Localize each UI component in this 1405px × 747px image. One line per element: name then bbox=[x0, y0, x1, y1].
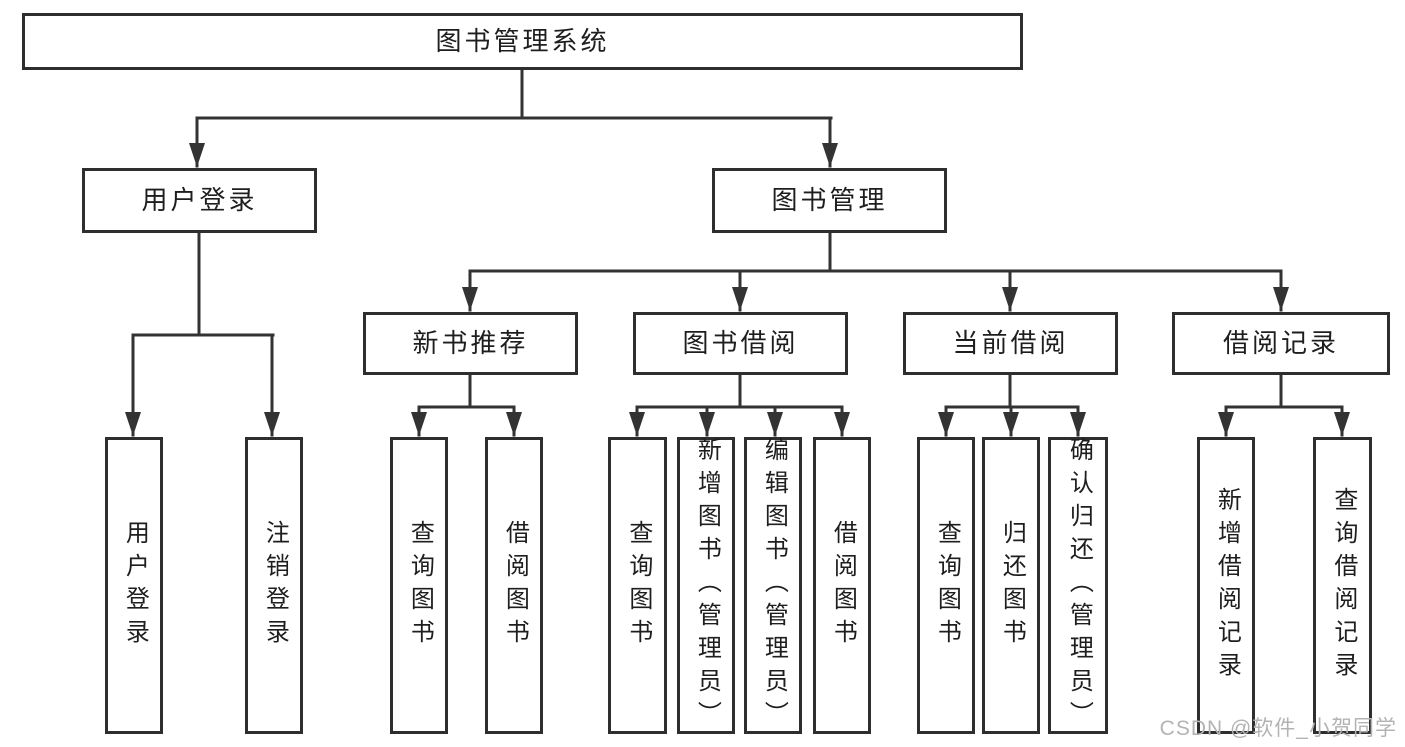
leaf-current-return-books-label: 归还图书 bbox=[998, 519, 1026, 652]
leaf-borrow-add-books-admin: 新增图书（管理员） bbox=[677, 437, 735, 734]
leaf-borrow-edit-books-admin-label: 编辑图书（管理员） bbox=[760, 437, 788, 734]
leaf-current-query-books: 查询图书 bbox=[917, 437, 975, 734]
leaf-records-query-record-label: 查询借阅记录 bbox=[1329, 486, 1357, 685]
node-current-borrow-label: 当前借阅 bbox=[952, 328, 1069, 359]
leaf-current-query-books-label: 查询图书 bbox=[933, 519, 961, 652]
leaf-borrow-query-books-label: 查询图书 bbox=[624, 519, 652, 652]
node-root-library-system: 图书管理系统 bbox=[22, 13, 1023, 70]
node-borrow-records: 借阅记录 bbox=[1172, 312, 1390, 375]
leaf-current-return-books: 归还图书 bbox=[982, 437, 1040, 734]
leaf-user-login: 用户登录 bbox=[105, 437, 163, 734]
leaf-borrow-query-books: 查询图书 bbox=[608, 437, 667, 734]
leaf-current-confirm-return-admin-label: 确认归还（管理员） bbox=[1065, 437, 1093, 734]
csdn-watermark: CSDN @软件_小贺同学 bbox=[1159, 717, 1397, 740]
node-current-borrow: 当前借阅 bbox=[903, 312, 1118, 375]
leaf-newbook-query-books: 查询图书 bbox=[390, 437, 448, 734]
node-borrow-records-label: 借阅记录 bbox=[1222, 328, 1339, 359]
node-book-management-label: 图书管理 bbox=[771, 185, 888, 216]
leaf-borrow-edit-books-admin: 编辑图书（管理员） bbox=[744, 437, 802, 734]
leaf-newbook-borrow-books: 借阅图书 bbox=[485, 437, 543, 734]
leaf-borrow-add-books-admin-label: 新增图书（管理员） bbox=[693, 437, 721, 734]
leaf-borrow-borrow-books-label: 借阅图书 bbox=[829, 519, 857, 652]
leaf-user-login-label: 用户登录 bbox=[121, 519, 149, 652]
node-book-management: 图书管理 bbox=[712, 168, 947, 233]
leaf-records-add-record-label: 新增借阅记录 bbox=[1213, 486, 1241, 685]
leaf-current-confirm-return-admin: 确认归还（管理员） bbox=[1048, 437, 1108, 734]
node-new-book-recommend-label: 新书推荐 bbox=[412, 328, 529, 359]
node-book-borrow: 图书借阅 bbox=[633, 312, 848, 375]
leaf-records-query-record: 查询借阅记录 bbox=[1313, 437, 1372, 734]
node-root-label: 图书管理系统 bbox=[435, 26, 610, 57]
node-book-borrow-label: 图书借阅 bbox=[682, 328, 799, 359]
leaf-logout: 注销登录 bbox=[245, 437, 303, 734]
leaf-newbook-query-books-label: 查询图书 bbox=[406, 519, 434, 652]
leaf-borrow-borrow-books: 借阅图书 bbox=[813, 437, 871, 734]
leaf-newbook-borrow-books-label: 借阅图书 bbox=[501, 519, 529, 652]
node-user-login-label: 用户登录 bbox=[141, 185, 258, 216]
node-new-book-recommend: 新书推荐 bbox=[363, 312, 578, 375]
leaf-records-add-record: 新增借阅记录 bbox=[1197, 437, 1255, 734]
leaf-logout-label: 注销登录 bbox=[261, 519, 289, 652]
node-user-login: 用户登录 bbox=[82, 168, 317, 233]
